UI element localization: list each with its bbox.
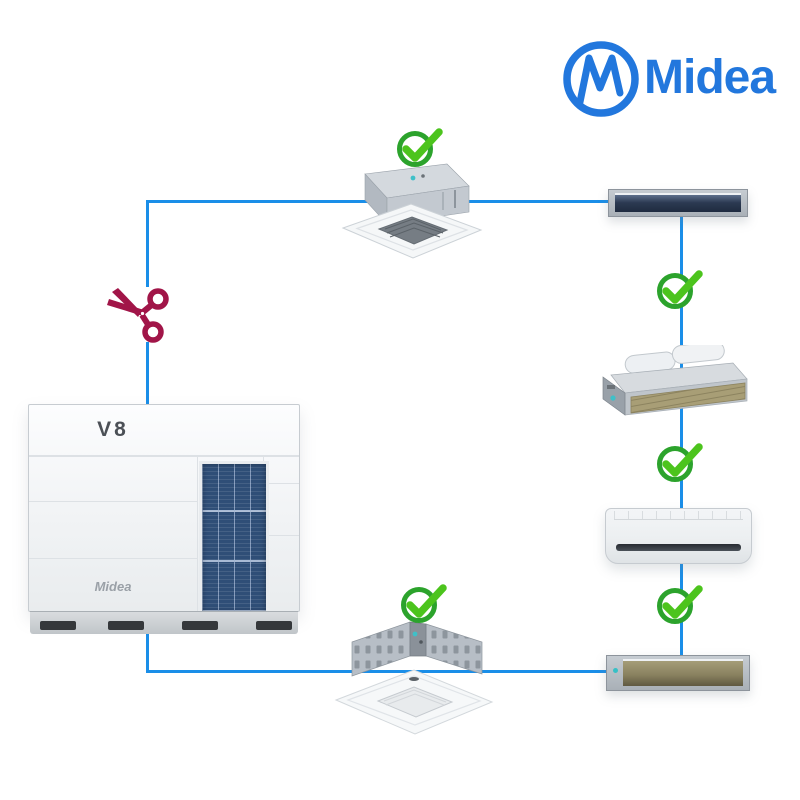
- check-icon: [396, 121, 444, 167]
- cassette-grille: [376, 686, 454, 718]
- outdoor-unit-model-label: V8: [97, 418, 129, 441]
- unit-foot: [108, 621, 144, 630]
- cassette-body-right: [425, 623, 483, 675]
- wall-mounted-unit: [605, 508, 752, 564]
- panel-display: [409, 677, 419, 681]
- panel-seam: [29, 501, 197, 502]
- outdoor-unit-brand-label: Midea: [94, 579, 132, 594]
- cassette-grille: [377, 216, 449, 245]
- panel-seam: [263, 483, 299, 484]
- wall-unit-air-outlet: [616, 544, 741, 551]
- cassette-panel-vent-line: [346, 675, 482, 726]
- check-icon: [656, 436, 704, 482]
- outdoor-unit-cabinet: V8 Midea: [28, 404, 300, 615]
- midea-logo-icon: [563, 41, 639, 117]
- panel-seam: [197, 455, 198, 611]
- wall-unit-top-vents: [614, 511, 743, 520]
- pipe-bottom-horizontal: [146, 670, 608, 673]
- duct-unit-middle-right: [602, 345, 748, 416]
- pipe-left-upper: [146, 202, 149, 287]
- pipe-right-vertical: [680, 205, 683, 659]
- cassette-body-center: [409, 621, 427, 657]
- scissors-pivot: [140, 311, 145, 316]
- panel-seam: [29, 455, 299, 457]
- slim-duct-unit-bottom-right: [606, 655, 750, 691]
- midea-logo: Midea: [560, 38, 776, 118]
- scissors-ring: [147, 288, 169, 310]
- outdoor-unit: V8 Midea: [28, 404, 300, 634]
- scissors-blade: [112, 288, 141, 317]
- panel-seam: [263, 535, 299, 536]
- filter-cylinder: [624, 345, 725, 374]
- cassette-unit-bottom: [334, 621, 494, 735]
- slim-duct-unit-top-right: [608, 189, 748, 217]
- unit-foot: [182, 621, 218, 630]
- pipe-left-bottom: [146, 626, 149, 672]
- check-icon: [400, 577, 448, 623]
- outdoor-unit-base: [30, 611, 298, 634]
- heat-exchanger-coil: [199, 461, 269, 615]
- cassette-panel-vent-line: [355, 209, 469, 251]
- duct-front-grille: [630, 382, 746, 414]
- check-icon: [656, 578, 704, 624]
- midea-logo-text: Midea: [644, 51, 776, 104]
- cassette-body-left: [351, 621, 411, 677]
- unit-foot: [40, 621, 76, 630]
- unit-foot: [256, 621, 292, 630]
- duct-air-outlet: [615, 193, 741, 212]
- pipe-left-lower: [146, 342, 149, 406]
- check-icon: [656, 263, 704, 309]
- panel-seam: [29, 558, 197, 559]
- scissors-icon: [107, 288, 169, 343]
- scissors-ring: [142, 321, 164, 343]
- cassette-unit-top: [341, 163, 483, 259]
- duct-fan-coil: [623, 659, 743, 686]
- indicator-dot: [613, 668, 618, 673]
